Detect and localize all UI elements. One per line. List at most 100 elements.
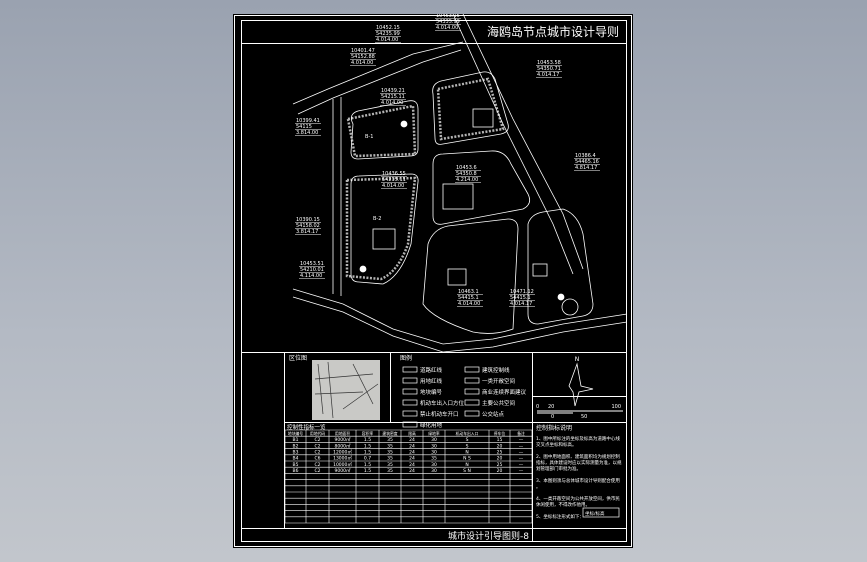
elevation-value: 10401.47 — [351, 48, 375, 54]
block-b2 — [350, 173, 419, 285]
table-cell: N S — [463, 456, 471, 462]
elevation-value: 54415.1 — [510, 295, 531, 301]
elevation-value: 4.014.00 — [351, 60, 373, 66]
table-cell: 35 — [387, 456, 393, 462]
parcel-label: B-2 — [373, 216, 381, 222]
note-item: 4、一类开敞空间为公共开放空间，供市民休闲使用，不得改作他用。 — [536, 495, 620, 508]
table-header: 建筑密度 — [382, 431, 397, 436]
elevation-value: 3.814.17 — [296, 229, 318, 235]
block — [432, 71, 509, 145]
legend-item: 一类开敞空间 — [482, 377, 515, 385]
location-map — [312, 360, 380, 420]
elevation-value: 10463.1 — [458, 289, 479, 295]
table-cell: N — [465, 450, 468, 456]
elevation-value: 4.214.00 — [456, 177, 478, 183]
legend-item: 禁止机动车开口 — [420, 410, 459, 418]
note-item: 5、坐标标注形式如下： — [536, 513, 584, 520]
elevation-value: 4.014.00 — [458, 301, 480, 307]
legend-swatch — [402, 377, 418, 384]
scale-label: 100 — [611, 404, 621, 410]
table-cell: 25 — [497, 462, 503, 468]
legend-swatch — [464, 366, 480, 373]
table-cell: 13000㎡ — [333, 455, 352, 462]
elevation-value: 4.014.00 — [436, 25, 458, 31]
legend-swatch — [402, 399, 418, 406]
elevation-value: 10399.41 — [296, 118, 320, 124]
elevation-value: 10453.15 — [436, 14, 460, 19]
table-cell: S — [466, 437, 469, 443]
elevation-value: 4.014.00 — [382, 183, 404, 189]
legend-swatch — [464, 410, 480, 417]
elevation-value: 10439.21 — [381, 88, 405, 94]
table-cell: 8000㎡ — [335, 442, 351, 449]
table-cell: 9000㎡ — [335, 467, 351, 474]
note-item: 1、图中所标注的坐标及标高为道路中心线交叉点坐标和标高。 — [536, 435, 620, 448]
parcel-label: B-1 — [365, 134, 373, 140]
table-cell: 20 — [497, 456, 503, 462]
elevation-value: 4.014.00 — [381, 100, 403, 106]
table-cell: 30 — [431, 468, 437, 474]
table-cell: 20 — [497, 468, 503, 474]
building — [532, 263, 548, 277]
table-cell: 25 — [497, 450, 503, 456]
legend-swatch — [402, 366, 418, 373]
table-cell: 24 — [409, 456, 415, 462]
table-cell: B3 — [293, 450, 299, 456]
table-cell: 35 — [387, 462, 393, 468]
table-cell: 35 — [431, 456, 437, 462]
site-plan — [292, 13, 628, 353]
table-cell: 35 — [387, 437, 393, 443]
scale-label: 0 — [536, 404, 539, 410]
table-cell: — — [519, 469, 524, 474]
elevation-value: 54350.8 — [456, 171, 477, 177]
table-header: 地块编号 — [288, 431, 303, 436]
table-cell: 9000㎡ — [335, 436, 351, 443]
legend-item: 道路红线 — [420, 366, 443, 374]
elevation-value: 10386.4 — [575, 153, 596, 159]
table-cell: S — [466, 443, 469, 449]
cad-drawing: 海鸥岛节点城市设计导则 10452.1554235.994.014.001045… — [234, 13, 632, 547]
table-cell: 24 — [409, 450, 415, 456]
drawing-name: 城市设计引导图则-8 — [448, 530, 529, 542]
table-cell: C2 — [314, 468, 320, 474]
table-cell: — — [519, 451, 524, 456]
table-cell: B2 — [293, 443, 299, 449]
table-header: 容积率 — [362, 431, 374, 436]
legend-item: 机动车出入口方位 — [420, 399, 465, 407]
table-cell: 24 — [409, 437, 415, 443]
legend-swatch — [464, 399, 480, 406]
elevation-value: 54465.16 — [575, 159, 599, 165]
table-header: 机动车出入口 — [456, 431, 479, 436]
legend-item: 用地红线 — [420, 377, 443, 385]
elevation-value: 3.814.00 — [296, 130, 318, 136]
legend-swatch — [464, 377, 480, 384]
elevation-value: 4.014.17 — [510, 301, 532, 307]
table-cell: C2 — [314, 443, 320, 449]
notes-title: 控制指标说明 — [536, 424, 572, 432]
road — [332, 97, 342, 296]
block — [422, 218, 519, 334]
coord-sample: 坐标/标高 — [585, 510, 605, 517]
table-cell: 1.5 — [364, 443, 371, 449]
location-title: 区位图 — [289, 354, 307, 362]
elevation-value: 54158.02 — [296, 223, 320, 229]
table-title: 控制性指标一览 — [287, 423, 326, 431]
table-cell: 35 — [387, 450, 393, 456]
table-header: 停车位 — [494, 431, 506, 436]
legend-item: 主要公共空间 — [482, 399, 515, 407]
table-cell: 10000㎡ — [333, 461, 352, 468]
elevation-value: 54415.1 — [458, 295, 479, 301]
table-cell: 1.5 — [364, 450, 371, 456]
road — [292, 41, 464, 115]
scale-label: 0 — [551, 414, 554, 420]
